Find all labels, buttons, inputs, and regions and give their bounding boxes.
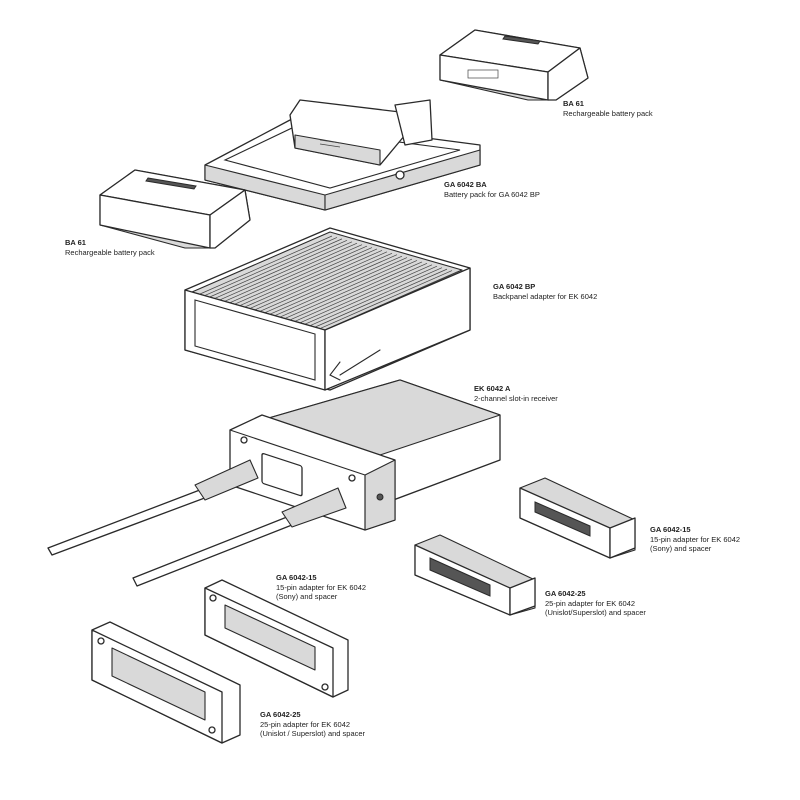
heatsink-fin: [224, 242, 358, 302]
label-desc: Rechargeable battery pack: [563, 108, 653, 118]
label-desc: 25-pin adapter for EK 6042: [545, 598, 636, 608]
heatsink-fin: [269, 255, 403, 315]
antenna-right: [132, 487, 347, 587]
heatsink-fin: [254, 251, 388, 311]
heatsink-fin: [199, 235, 333, 295]
label-code: BA 61: [563, 99, 584, 108]
label-desc: Backpanel adapter for EK 6042: [493, 291, 598, 301]
label-desc: (Unislot / Superslot) and spacer: [260, 729, 366, 738]
heatsink-fin: [214, 239, 348, 299]
label-ba61-top: BA 61 Rechargeable battery pack: [563, 99, 653, 118]
heatsink-fin: [284, 260, 418, 319]
ga6042-25-adapter-mid: [414, 534, 536, 616]
heatsink-fin: [229, 244, 363, 303]
label-ek6042a: EK 6042 A 2-channel slot-in receiver: [474, 384, 558, 403]
label-code: GA 6042-15: [276, 573, 317, 582]
heatsink-fin: [279, 258, 413, 318]
label-desc: Rechargeable battery pack: [65, 247, 155, 257]
heatsink-fin: [294, 263, 428, 322]
heatsink-fin: [264, 254, 398, 314]
heatsink-fin: [274, 257, 408, 316]
heatsink-fin: [304, 265, 438, 325]
heatsink-fin: [249, 250, 383, 309]
heatsink-fin: [209, 238, 343, 298]
ga6042-25-spacer: [91, 621, 241, 744]
label-desc: (Unislot/Superslot) and spacer: [545, 608, 646, 617]
label-code: GA 6042-25: [545, 589, 586, 598]
label-desc: 15-pin adapter for EK 6042: [650, 534, 741, 544]
ga6042-15-spacer: [204, 579, 349, 698]
heatsink-fin: [239, 247, 373, 306]
label-ga6042-15-right: GA 6042-15 15-pin adapter for EK 6042 (S…: [650, 525, 740, 554]
label-ga6042-15-left: GA 6042-15 15-pin adapter for EK 6042 (S…: [276, 573, 366, 602]
heatsink-fin: [289, 261, 423, 321]
label-code: BA 61: [65, 238, 86, 247]
label-desc: 15-pin adapter for EK 6042: [276, 582, 367, 592]
antenna-left: [47, 459, 259, 556]
label-desc: 25-pin adapter for EK 6042: [260, 719, 351, 729]
heatsink-fin: [244, 248, 378, 308]
ga6042ba-holder: [204, 99, 481, 211]
ga6042-15-adapter-right: [519, 477, 636, 559]
heatsink-fin: [219, 241, 353, 301]
label-code: GA 6042-15: [650, 525, 691, 534]
label-ga6042bp: GA 6042 BP Backpanel adapter for EK 6042: [493, 282, 597, 301]
heatsink-fin: [299, 264, 433, 324]
ek6042a-receiver: [229, 379, 501, 531]
ba61-battery-left: [99, 169, 251, 249]
ba61-battery-top: [439, 29, 589, 101]
label-code: GA 6042 BA: [444, 180, 487, 189]
heatsink-fin: [234, 245, 368, 305]
heatsink-fin: [314, 268, 448, 328]
label-desc: Battery pack for GA 6042 BP: [444, 189, 540, 199]
label-ba61-left: BA 61 Rechargeable battery pack: [65, 238, 155, 257]
label-code: GA 6042 BP: [493, 282, 536, 291]
ga6042bp-backpanel: [184, 227, 471, 391]
label-ga6042ba: GA 6042 BA Battery pack for GA 6042 BP: [444, 180, 540, 199]
label-desc: 2-channel slot-in receiver: [474, 393, 558, 403]
label-ga6042-25-mid: GA 6042-25 25-pin adapter for EK 6042 (U…: [545, 589, 646, 618]
label-desc: (Sony) and spacer: [650, 544, 712, 553]
heatsink-fin: [204, 237, 338, 296]
label-desc: (Sony) and spacer: [276, 592, 338, 601]
heatsink-fin: [319, 270, 453, 329]
heatsink-fin: [259, 252, 393, 312]
label-code: EK 6042 A: [474, 384, 511, 393]
heatsink-fin: [309, 267, 443, 327]
label-code: GA 6042-25: [260, 710, 301, 719]
label-ga6042-25-bottom: GA 6042-25 25-pin adapter for EK 6042 (U…: [260, 710, 365, 739]
